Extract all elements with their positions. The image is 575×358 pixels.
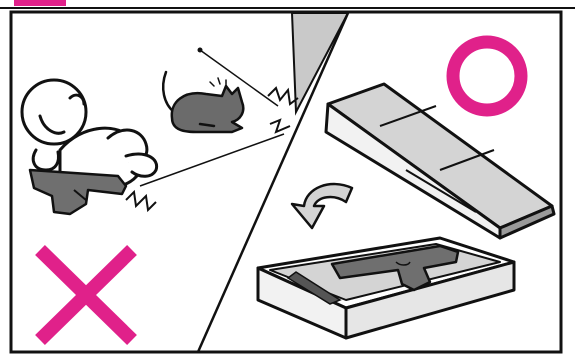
header-accent-tab (14, 0, 66, 6)
header-strip (0, 0, 575, 9)
